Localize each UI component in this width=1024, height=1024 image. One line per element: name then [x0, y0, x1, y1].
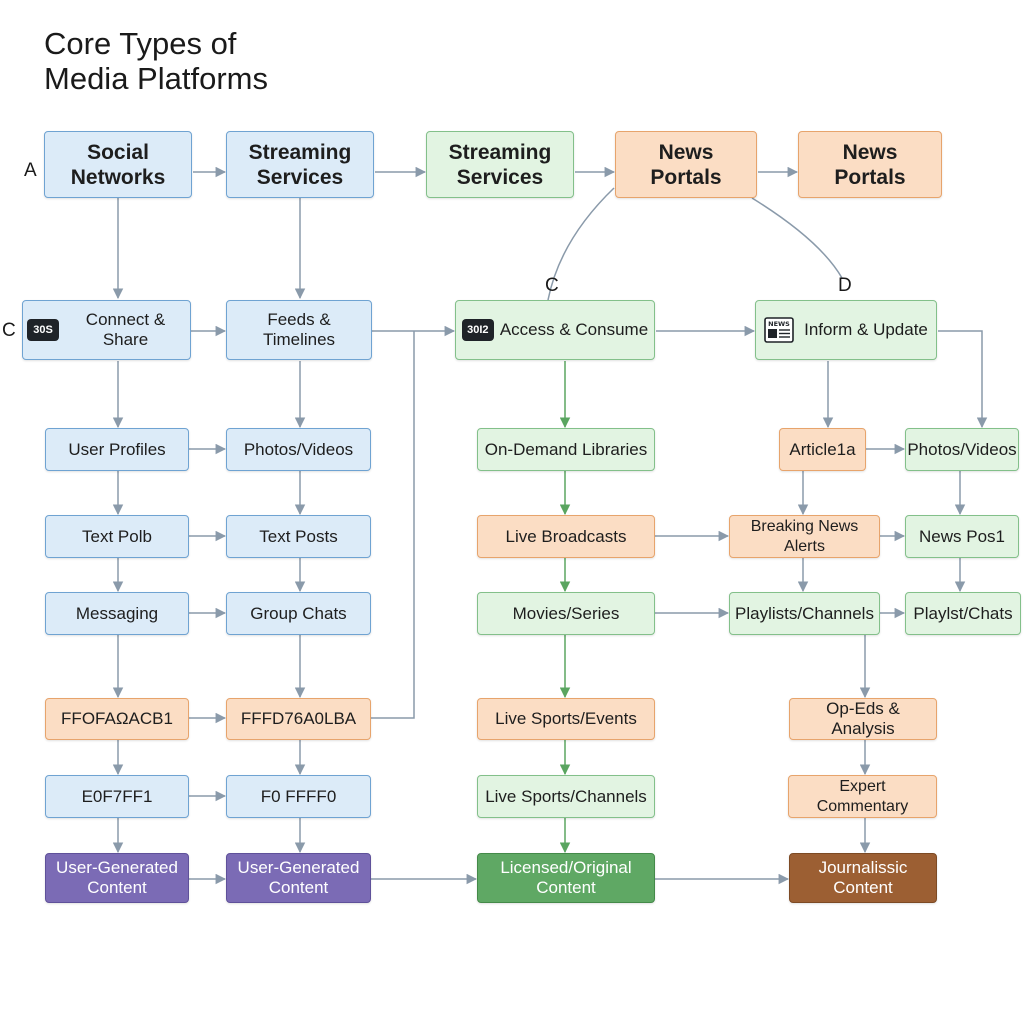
- node-breaking-news-alerts: Breaking News Alerts: [729, 515, 880, 558]
- edge-r4-n2: [938, 330, 988, 429]
- news-icon: NEWS: [764, 317, 794, 343]
- node-photos-videos-1: Photos/Videos: [226, 428, 371, 471]
- node-text-polb: Text Polb: [45, 515, 189, 558]
- node-fffd76: FFFD76A0LBA: [226, 698, 371, 740]
- node-e0f7ff1: E0F7FF1: [45, 775, 189, 818]
- node-ffofa: FFOFAΩACB1: [45, 698, 189, 740]
- title-line-1: Core Types of: [44, 26, 237, 61]
- node-user-profiles: User Profiles: [45, 428, 189, 471]
- node-news-pos1: News Pos1: [905, 515, 1019, 558]
- node-photos-videos-2: Photos/Videos: [905, 428, 1019, 471]
- marker-d: D: [838, 275, 852, 296]
- node-feeds-timelines: Feeds & Timelines: [226, 300, 372, 360]
- node-messaging: Messaging: [45, 592, 189, 635]
- edge-h4-r4-curve: [751, 197, 843, 279]
- badge-3012: 30I2: [461, 319, 494, 341]
- node-inform-update-label: Inform & Update: [804, 320, 928, 339]
- badge-30s: 30S: [27, 319, 59, 341]
- marker-c-mid: C: [545, 275, 559, 296]
- edge-d2-r3-feedback: [371, 331, 415, 719]
- node-op-eds-analysis: Op-Eds & Analysis: [789, 698, 937, 740]
- node-access-consume-label: Access & Consume: [499, 320, 649, 339]
- node-access-consume: 30I2 Access & Consume: [455, 300, 655, 360]
- node-group-chats: Group Chats: [226, 592, 371, 635]
- node-connect-share-label: Connect & Share: [85, 310, 166, 349]
- node-live-sports-channels: Live Sports/Channels: [477, 775, 655, 818]
- node-movies-series: Movies/Series: [477, 592, 655, 635]
- node-inform-update: NEWS Inform & Update: [755, 300, 937, 360]
- node-playlists-channels: Playlists/Channels: [729, 592, 880, 635]
- node-text-posts: Text Posts: [226, 515, 371, 558]
- node-live-broadcasts: Live Broadcasts: [477, 515, 655, 558]
- marker-a: A: [24, 160, 37, 181]
- node-expert-commentary: Expert Commentary: [788, 775, 937, 818]
- node-f0ffff0: F0 FFFF0: [226, 775, 371, 818]
- diagram-title: Core Types of Media Platforms: [44, 26, 268, 96]
- edge-h4-r3-curve: [547, 187, 615, 301]
- node-live-sports-events: Live Sports/Events: [477, 698, 655, 740]
- node-playlst-chats: Playlst/Chats: [905, 592, 1021, 635]
- news-icon-text: NEWS: [768, 320, 790, 328]
- marker-c-left: C: [2, 320, 16, 341]
- node-article1a: Article1a: [779, 428, 866, 471]
- title-line-2: Media Platforms: [44, 61, 268, 96]
- node-on-demand-libraries: On-Demand Libraries: [477, 428, 655, 471]
- node-connect-share: 30S Connect & Share: [22, 300, 191, 360]
